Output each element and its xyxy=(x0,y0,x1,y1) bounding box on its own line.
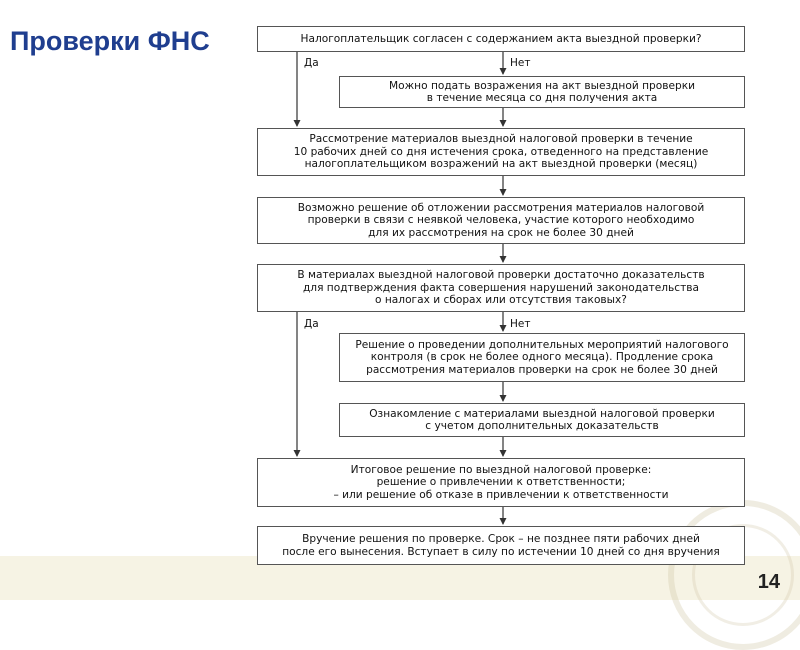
label-q1-no: Нет xyxy=(510,57,531,69)
box-postpone-review: Возможно решение об отложении рассмотрен… xyxy=(257,197,745,244)
label-q2-yes: Да xyxy=(304,318,319,330)
box-objections: Можно подать возражения на акт выездной … xyxy=(339,76,745,108)
label-q1-yes: Да xyxy=(304,57,319,69)
flowchart-connectors xyxy=(293,52,507,525)
label-q2-no: Нет xyxy=(510,318,531,330)
box-familiarize-materials: Ознакомление с материалами выездной нало… xyxy=(339,403,745,437)
box-review-materials: Рассмотрение материалов выездной налогов… xyxy=(257,128,745,176)
page-title: Проверки ФНС xyxy=(10,26,210,56)
question-agree-with-act: Налогоплательщик согласен с содержанием … xyxy=(257,26,745,52)
box-additional-control: Решение о проведении дополнительных меро… xyxy=(339,333,745,382)
page-number: 14 xyxy=(757,571,780,593)
question-sufficient-evidence: В материалах выездной налоговой проверки… xyxy=(257,264,745,312)
box-decision-delivery: Вручение решения по проверке. Срок – не … xyxy=(257,526,745,565)
box-final-decision: Итоговое решение по выездной налоговой п… xyxy=(257,458,745,507)
